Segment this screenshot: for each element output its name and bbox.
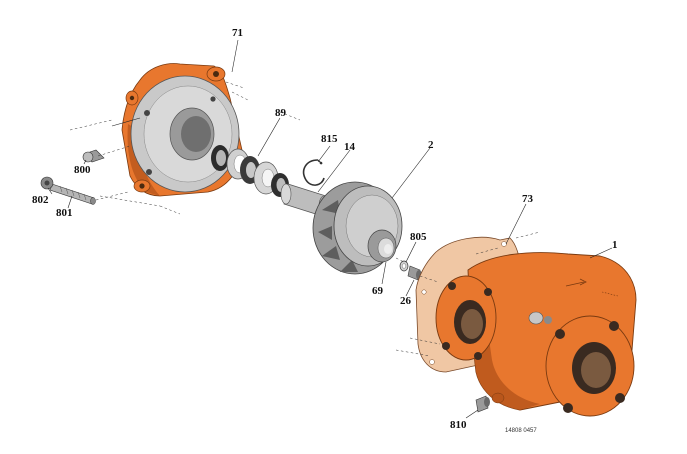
drawing-code: 14808 0457: [505, 428, 537, 434]
label-73: 73: [522, 193, 534, 205]
label-801: 801: [56, 207, 73, 219]
part-802-nut: [40, 176, 54, 190]
label-26: 26: [400, 295, 412, 307]
label-802: 802: [32, 194, 49, 206]
label-69: 69: [372, 285, 384, 297]
assembly-lines: [69, 81, 541, 357]
label-810: 810: [450, 419, 467, 431]
label-71: 71: [232, 27, 243, 39]
part-801-stud: [49, 183, 96, 205]
label-805: 805: [410, 231, 427, 243]
part-1-pump-casing: [435, 252, 637, 417]
part-71-adapter-bracket: [111, 63, 243, 197]
part-89-mechanical-seal: [211, 145, 289, 197]
part-810-drain-plug: [475, 395, 490, 413]
label-1: 1: [612, 239, 618, 251]
label-2: 2: [428, 139, 434, 151]
part-805-washer: [399, 260, 409, 272]
part-815-circlip: [302, 159, 325, 186]
part-2-impeller: [312, 181, 403, 275]
label-14: 14: [344, 141, 356, 153]
part-800-screw: [82, 149, 105, 163]
leader-lines: [47, 39, 613, 419]
label-800: 800: [74, 164, 91, 176]
label-89: 89: [275, 107, 287, 119]
label-815: 815: [321, 133, 338, 145]
part-labels: 71 89 815 14 2 800 802 801 73 1 805 69 2…: [32, 27, 618, 434]
